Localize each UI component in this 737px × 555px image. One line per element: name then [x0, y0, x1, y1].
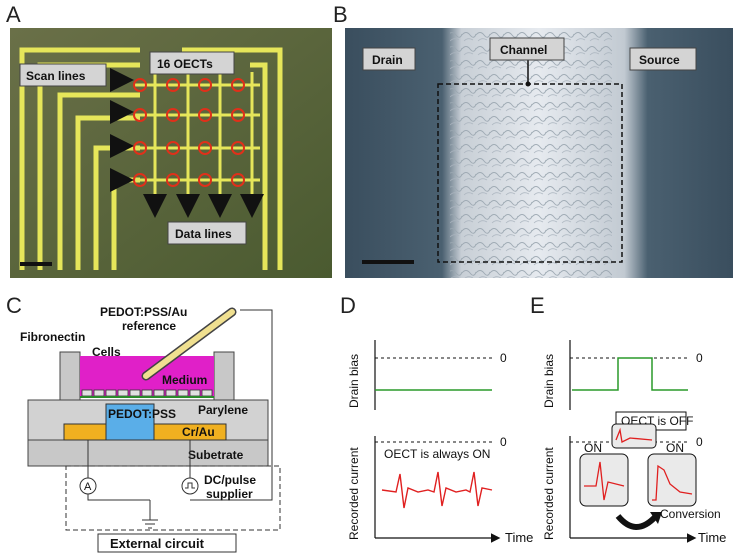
e-on-right-label: ON [666, 441, 684, 455]
panel-letter-e: E [530, 293, 545, 318]
external-circuit-label-box [97, 533, 237, 553]
oects-box [149, 51, 235, 75]
d-time-label: Time [505, 530, 533, 545]
e-conversion-label: Conversion [660, 507, 721, 521]
source-box [629, 47, 697, 71]
data-lines-label: Data lines [175, 227, 232, 241]
scale-bar-a [20, 262, 52, 266]
oect-grid [135, 72, 260, 205]
scale-bar-b [362, 260, 414, 264]
channel-box [489, 37, 565, 61]
scan-arrows [110, 68, 134, 192]
supplier-symbol [181, 477, 199, 495]
substrate-label: Subetrate [188, 448, 244, 462]
e-drain-bias-label: Drain bias [542, 354, 556, 408]
channel-label: Channel [500, 43, 547, 57]
d-always-on: OECT is always ON [384, 447, 490, 461]
source-label: Source [639, 53, 680, 67]
panel-letter-c: C [6, 293, 22, 318]
cells-label: Cells [92, 345, 121, 359]
e-conversion-arrowhead [650, 512, 662, 524]
e-bias-pulse [572, 357, 688, 391]
cell-row [81, 389, 213, 397]
e-on-left-box [579, 453, 629, 507]
substrate-layer [27, 439, 269, 467]
scan-lines-label: Scan lines [26, 69, 86, 83]
channel-pointer-dot [525, 81, 531, 87]
panel-letter-b: B [333, 2, 348, 27]
d-zero-top: 0 [500, 351, 507, 365]
data-lines-box [167, 221, 247, 245]
panel-c: C Subetrate Parylene Cr/Au PEDOT:PSS Med… [6, 293, 281, 553]
e-time-label: Time [698, 530, 726, 545]
e-on-right-box [647, 453, 697, 507]
reference-label-1: PEDOT:PSS/Au [100, 305, 187, 319]
ammeter-symbol [79, 477, 97, 495]
ammeter-label: A [84, 481, 92, 493]
d-zero-bottom: 0 [500, 435, 507, 449]
parylene-label: Parylene [198, 403, 248, 417]
panel-letter-a: A [6, 2, 21, 27]
scan-lines-box [19, 63, 107, 87]
supplier-label-1: DC/pulse [204, 473, 256, 487]
e-conversion-arrow [615, 513, 659, 530]
e-off-zoom [611, 423, 657, 449]
e-on-left-label: ON [584, 441, 602, 455]
panel-letter-d: D [340, 293, 356, 318]
well-wall-left [59, 351, 81, 401]
well-wall-right [213, 351, 235, 401]
panel-e: E Drain bias 0 OECT is OFF Recorded curr… [530, 293, 726, 545]
drain-electrode [63, 423, 113, 441]
circuit-wires [87, 309, 273, 529]
external-circuit-box [65, 465, 281, 531]
cell-texture [450, 28, 612, 278]
supplier-label-2: supplier [206, 487, 253, 501]
reference-label-2: reference [122, 319, 176, 333]
pedot-channel [105, 403, 155, 441]
data-arrows [143, 194, 264, 218]
drain-box [362, 47, 416, 71]
e-zero-bottom: 0 [696, 435, 703, 449]
oects-label: 16 OECTs [157, 57, 213, 71]
pulse-icon [185, 482, 195, 489]
reference-rod [143, 309, 235, 379]
panel-d: D Drain bias 0 Recorded current 0 OECT i… [340, 293, 533, 545]
medium-label: Medium [162, 373, 207, 387]
crau-label: Cr/Au [182, 425, 215, 439]
d-drain-bias-label: Drain bias [347, 354, 361, 408]
oect-markers [133, 78, 245, 187]
d-current-trace [381, 471, 493, 509]
pedot-label: PEDOT:PSS [108, 407, 176, 421]
fibronectin-label: Fibronectin [20, 330, 85, 344]
e-recorded-current-label: Recorded current [542, 447, 556, 540]
panel-b: B Drain Channel Source [333, 2, 733, 278]
e-off-trace [615, 427, 653, 443]
e-on-left-trace [584, 461, 625, 501]
e-on-right-trace [652, 464, 693, 501]
panel-a: A [6, 2, 332, 278]
external-circuit-label: External circuit [110, 536, 205, 551]
drain-label: Drain [372, 53, 403, 67]
e-zero-top: 0 [696, 351, 703, 365]
d-recorded-current-label: Recorded current [347, 447, 361, 540]
